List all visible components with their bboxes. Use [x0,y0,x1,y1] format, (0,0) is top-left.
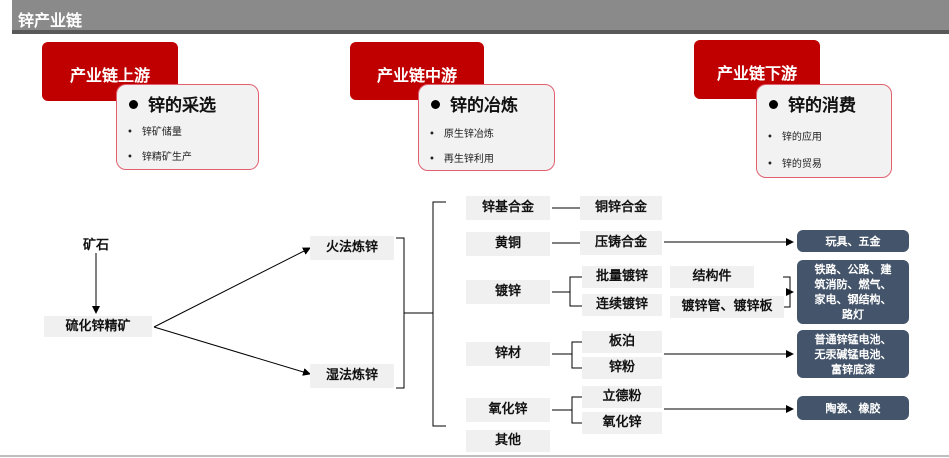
sub-product-box: 镀锌管、镀锌板 [670,296,784,318]
sub-product-box: 铜锌合金 [580,196,662,220]
sub-product-box: 立德粉 [582,386,662,408]
list-item: •锌精矿生产 [127,152,192,163]
product-box: 氧化锌 [466,398,550,422]
product-box: 镀锌 [466,280,550,304]
bullet-dot-icon [129,100,138,109]
divider [0,455,949,457]
stage-midstream-title: 产业链中游 [376,66,457,85]
midstream-card: 锌的冶炼 •原生锌冶炼 •再生锌利用 [418,84,555,171]
stage-upstream-title: 产业链上游 [69,66,150,85]
sub-product-box: 氧化锌 [582,412,662,434]
stage-downstream-title: 产业链下游 [716,64,797,83]
sub-product-box: 板泊 [582,331,662,353]
list-item: •原生锌冶炼 [429,129,494,140]
pyro-box: 火法炼锌 [310,236,394,260]
product-box: 其他 [466,430,550,452]
downstream-card-title: 锌的消费 [769,91,856,116]
list-item: •锌的应用 [767,132,822,143]
list-item: •锌矿储量 [127,127,182,138]
sub-product-box: 结构件 [670,266,754,288]
concentrate-box: 硫化锌精矿 [44,316,152,337]
upstream-card-title: 锌的采选 [129,91,216,116]
header-bar: 锌产业链 [12,0,949,34]
midstream-card-title: 锌的冶炼 [431,91,518,116]
sub-product-box: 锌粉 [582,357,662,379]
downstream-card: 锌的消费 •锌的应用 •锌的贸易 [756,84,892,178]
list-item: •锌的贸易 [767,159,822,170]
application-toys: 玩具、五金 [797,230,909,252]
product-box: 锌基合金 [466,196,550,220]
application-construction: 铁路、公路、建 筑消防、燃气、 家电、钢结构、 路灯 [797,260,909,324]
application-ceramics: 陶瓷、橡胶 [797,396,909,420]
page-title: 锌产业链 [18,11,83,30]
list-item: •再生锌利用 [429,154,494,165]
product-box: 黄铜 [466,232,550,256]
hydro-box: 湿法炼锌 [310,364,394,388]
sub-product-box: 压铸合金 [580,231,662,255]
ore-label: 矿石 [83,238,110,253]
sub-product-box: 批量镀锌 [582,266,662,288]
product-box: 锌材 [466,342,550,366]
bullet-dot-icon [769,100,778,109]
bullet-dot-icon [431,100,440,109]
application-batteries: 普通锌锰电池、 无汞碱锰电池、 富锌底漆 [797,330,909,378]
upstream-card: 锌的采选 •锌矿储量 •锌精矿生产 [116,84,259,170]
sub-product-box: 连续镀锌 [582,294,662,316]
